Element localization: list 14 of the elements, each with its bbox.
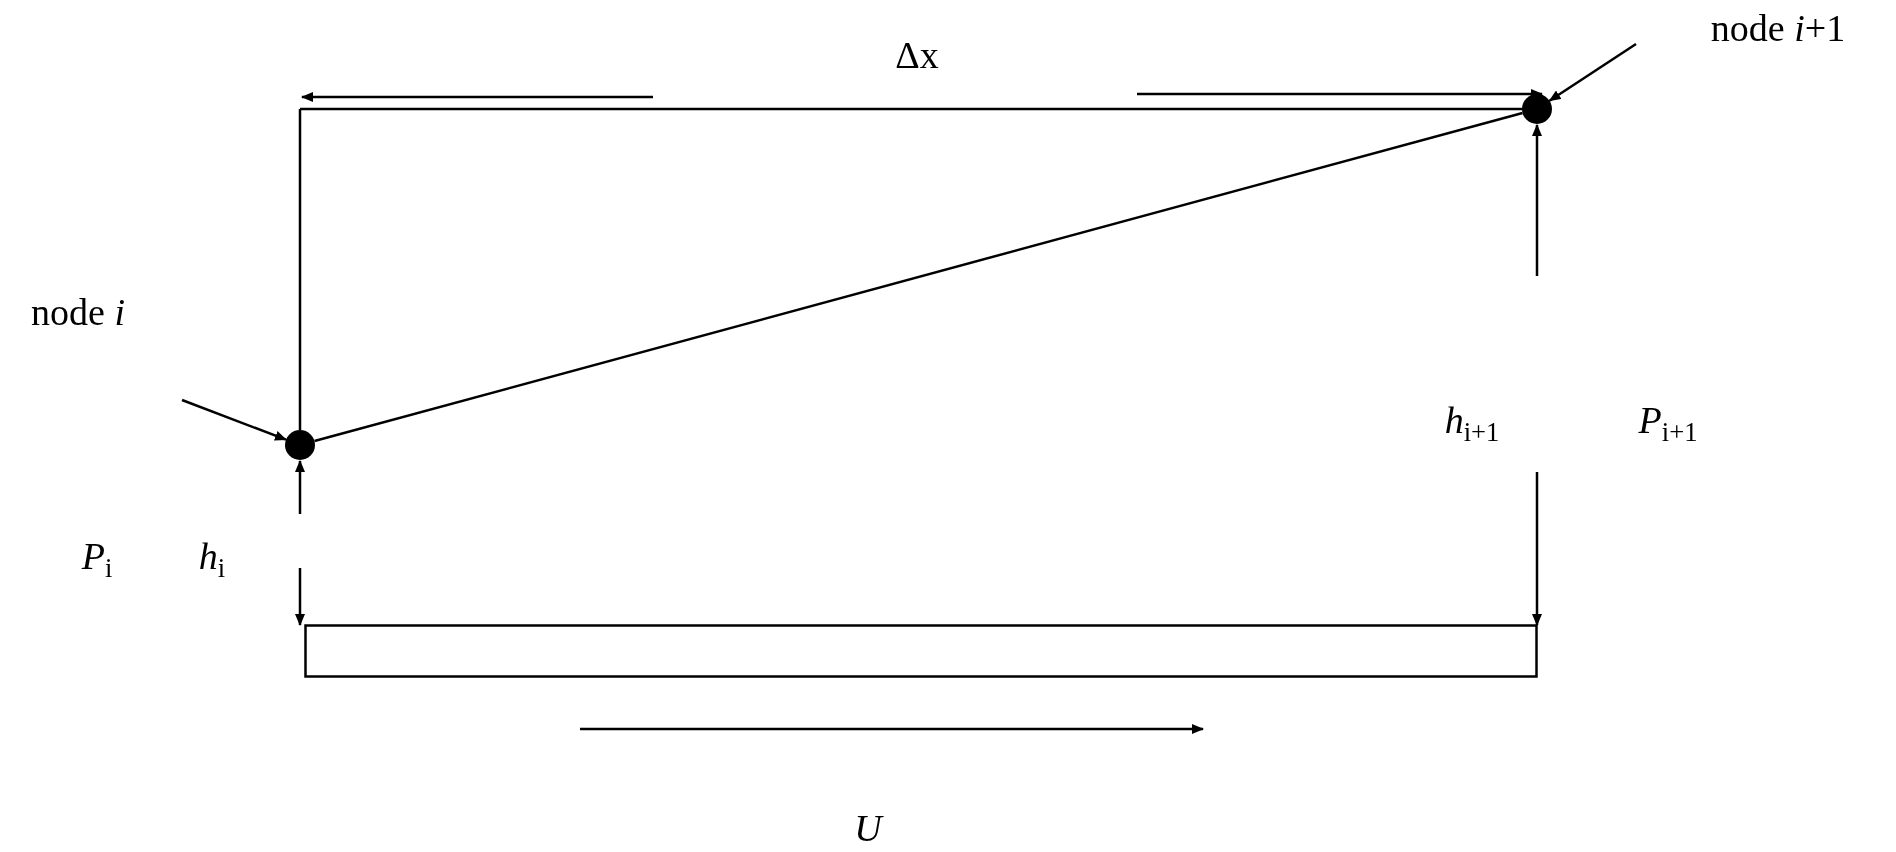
leader-line — [181, 398, 287, 441]
variable-label: Δx — [895, 36, 939, 74]
leader-line — [1548, 42, 1637, 102]
moving-plate — [304, 624, 1538, 678]
variable-label: h$_{i}$ — [198, 536, 226, 582]
connecting-line — [314, 111, 1523, 443]
node-dot — [285, 430, 315, 460]
node-dot — [1522, 94, 1552, 124]
variable-label: h$_{i+1}$ — [1444, 400, 1500, 446]
node-label: node i+1 — [1710, 9, 1846, 47]
variable-label: P$_{i+1}$ — [1638, 400, 1698, 446]
variable-label: U — [854, 809, 882, 847]
node-label: node i — [31, 293, 125, 331]
variable-label: P$_{i}$ — [81, 536, 113, 582]
